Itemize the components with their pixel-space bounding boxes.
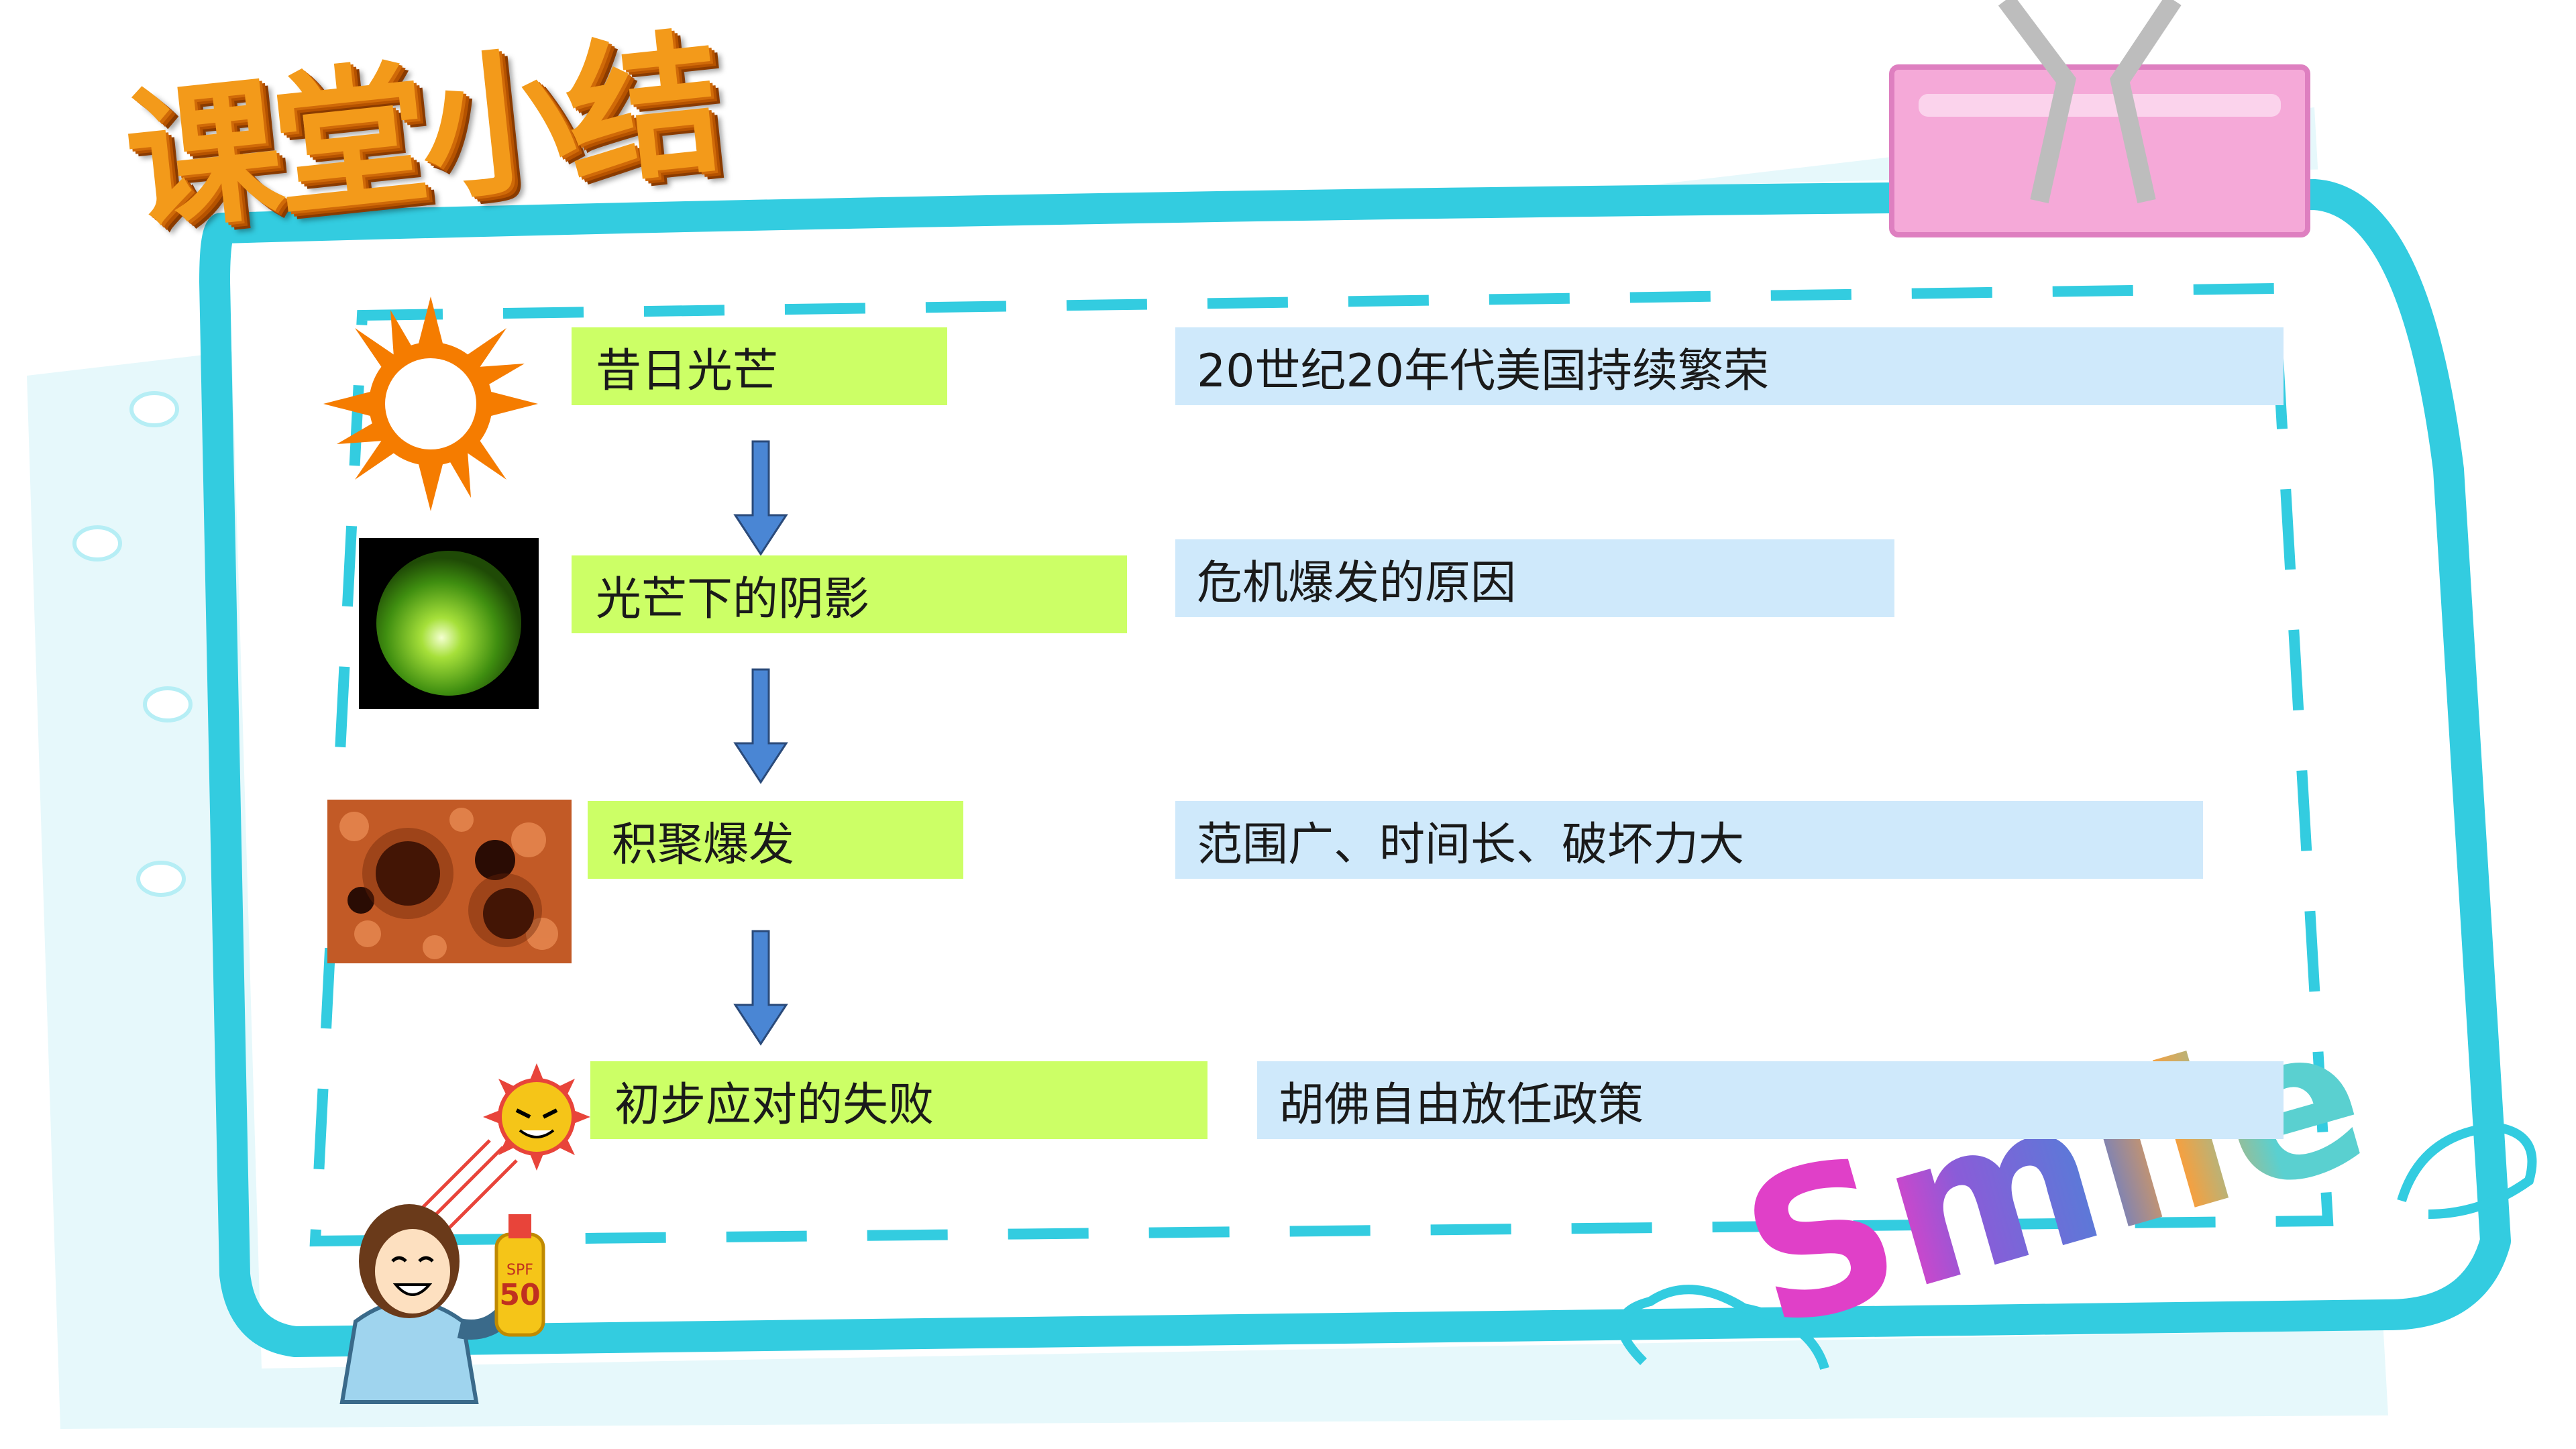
sunspot-photo-icon: [327, 800, 572, 963]
description-box-3: 范围广、时间长、破坏力大: [1175, 801, 2203, 879]
sun-icon: [323, 297, 538, 511]
description-box-2: 危机爆发的原因: [1175, 539, 1894, 617]
spf-number: 50: [499, 1278, 540, 1312]
spf-label: SPF: [506, 1262, 533, 1279]
stage-box-3: 积聚爆发: [588, 801, 963, 879]
description-box-4: 胡佛自由放任政策: [1257, 1061, 2284, 1139]
stage-box-1: 昔日光芒: [572, 327, 947, 405]
arrow-down-icon: [733, 668, 788, 784]
girl-sunscreen-icon: SPF 50: [339, 1063, 590, 1404]
arrow-down-icon: [733, 440, 788, 556]
description-box-1: 20世纪20年代美国持续繁荣: [1175, 327, 2284, 405]
arrow-down-icon: [733, 930, 788, 1046]
stage-box-2: 光芒下的阴影: [572, 555, 1127, 633]
green-sun-photo-icon: [359, 538, 539, 709]
stage-box-4: 初步应对的失败: [590, 1061, 1208, 1139]
